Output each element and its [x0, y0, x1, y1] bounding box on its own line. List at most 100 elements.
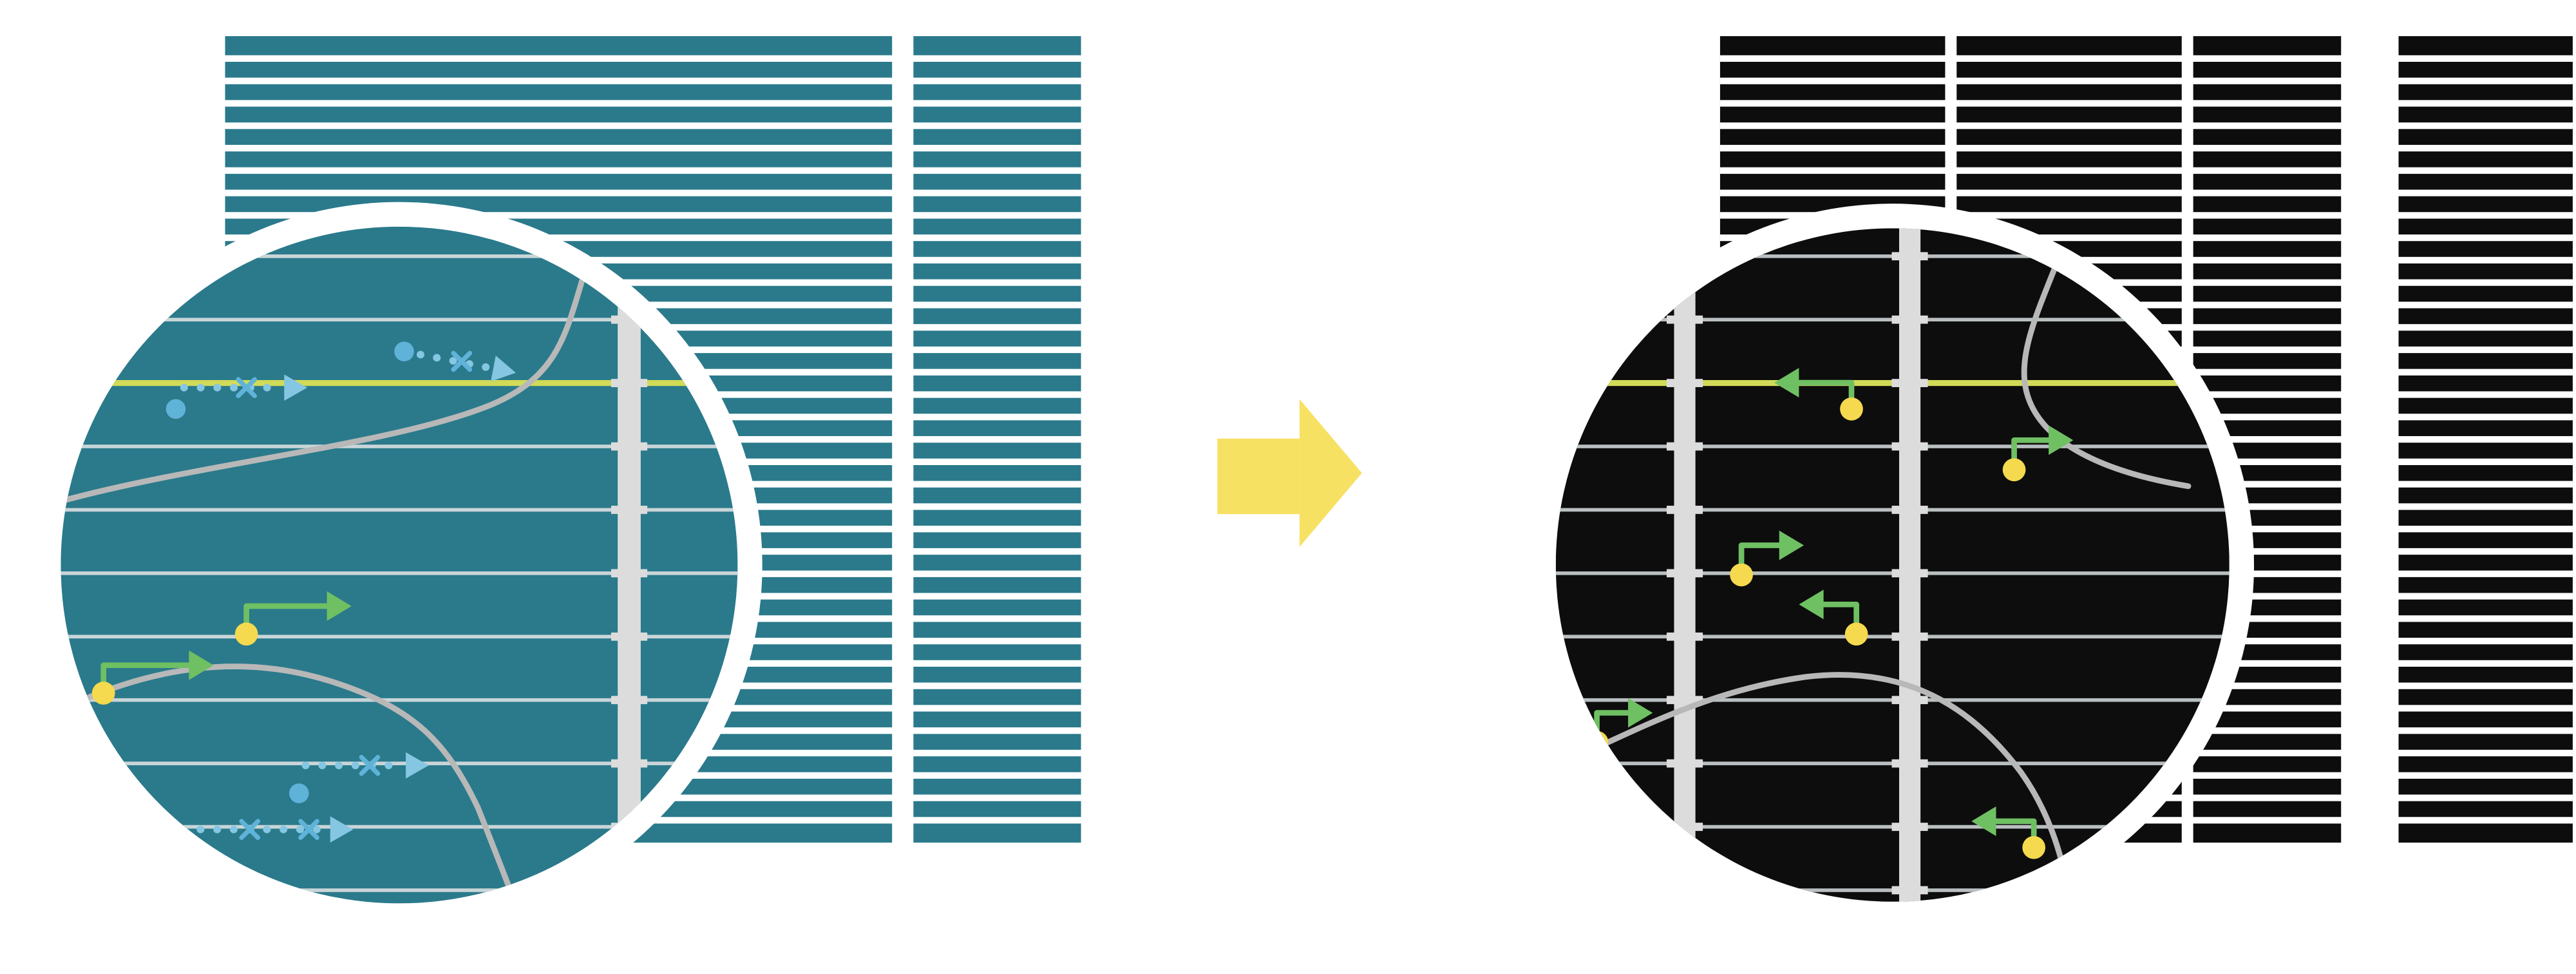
- busbar-tick: [611, 569, 648, 578]
- collected-carrier-arrow: [1730, 530, 1804, 587]
- x-mark-icon: [236, 377, 257, 399]
- busbar-tick: [1667, 886, 1703, 895]
- finger-line: [61, 635, 738, 639]
- highlighted-finger-line: [61, 380, 738, 387]
- arrowhead-icon: [1779, 530, 1804, 560]
- right-arrow-icon: [1299, 399, 1362, 548]
- busbar-tick: [1891, 886, 1928, 895]
- busbar-tick: [1891, 315, 1928, 324]
- carrier-dot: [394, 341, 414, 361]
- finger-line: [61, 698, 738, 702]
- arrowhead-icon: [1971, 806, 1996, 836]
- busbar-tick: [1667, 442, 1703, 451]
- x-mark-icon: [359, 754, 381, 776]
- collected-carrier-arrow: [1799, 589, 1868, 646]
- carrier-dot: [2022, 836, 2046, 859]
- right-arrow-body: [1217, 438, 1300, 515]
- cell-stripe-line: [225, 212, 1081, 219]
- busbar-tick: [1891, 823, 1928, 831]
- busbar-tick: [1891, 379, 1928, 387]
- collected-carrier-arrow: [234, 591, 352, 646]
- cell-stripe-line: [1719, 234, 2573, 242]
- cell-stripe-line: [225, 279, 1081, 286]
- grain-boundary-curve: [72, 664, 527, 904]
- cell-stripe-line: [225, 144, 1081, 152]
- cell-stripe-line: [1719, 212, 2573, 219]
- arrowhead-icon: [491, 356, 516, 382]
- finger-line: [61, 761, 738, 765]
- carrier-dot: [91, 682, 115, 705]
- arrowhead-icon: [284, 374, 308, 401]
- finger-line: [61, 825, 738, 829]
- arrowhead-icon: [2049, 425, 2074, 455]
- x-mark-icon: [239, 819, 261, 840]
- cell-stripe-line: [1719, 77, 2573, 84]
- blocked-carrier-path: [166, 374, 308, 419]
- busbar: [1899, 228, 1921, 902]
- busbar-tick: [611, 506, 648, 514]
- arrowhead-icon: [330, 816, 354, 843]
- busbar-tick: [1667, 569, 1703, 578]
- busbar: [1674, 228, 1696, 902]
- busbar-tick: [1667, 696, 1703, 705]
- busbar-tick: [1891, 759, 1928, 768]
- busbar-tick: [1891, 252, 1928, 261]
- arrowhead-icon: [1628, 698, 1653, 728]
- carrier-dot: [1844, 622, 1868, 646]
- arrowhead-icon: [406, 752, 429, 779]
- cell-stripe-line: [1719, 189, 2573, 196]
- busbar: [618, 226, 641, 904]
- arrowhead-icon: [327, 591, 352, 621]
- carrier-dot: [2002, 458, 2026, 482]
- grain-boundary-curve: [61, 236, 598, 506]
- cell-stripe-line: [225, 234, 1081, 242]
- cell-stripe-line: [1719, 100, 2573, 107]
- conventional-cell-magnifier: [36, 202, 762, 928]
- finger-line: [61, 318, 738, 321]
- cell-stripe-line: [1719, 122, 2573, 129]
- busbar-tick: [1667, 315, 1703, 324]
- cell-stripe-line: [1719, 256, 2573, 263]
- cell-stripe-line: [1719, 301, 2573, 309]
- arrowhead-icon: [1799, 589, 1824, 620]
- finger-line: [61, 571, 738, 575]
- busbar-tick: [1891, 632, 1928, 641]
- carrier-dot: [1730, 563, 1753, 587]
- busbar-tick: [611, 759, 648, 768]
- busbar-tick: [1891, 442, 1928, 451]
- grain-boundary-curve: [1555, 672, 2076, 902]
- multi-busbar-cell-magnifier: [1531, 204, 2254, 927]
- finger-line: [61, 444, 738, 448]
- collected-carrier-arrow: [1774, 368, 1863, 421]
- blocked-carrier-path: [394, 341, 516, 382]
- finger-line: [61, 254, 738, 258]
- carrier-dot: [234, 622, 258, 646]
- blocked-carrier-path: [289, 752, 429, 803]
- x-mark-icon: [298, 819, 319, 840]
- carrier-dot: [1840, 397, 1863, 421]
- x-mark-icon: [451, 350, 473, 372]
- cell-stripe-line: [225, 77, 1081, 84]
- cell-stripe-line: [225, 100, 1081, 107]
- cell-stripe-line: [1719, 279, 2573, 286]
- busbar-tick: [1891, 569, 1928, 578]
- cell-stripe-line: [225, 122, 1081, 129]
- lens-area: [1555, 228, 2230, 902]
- busbar-tick: [1667, 379, 1703, 387]
- transfer-step: [1217, 399, 1362, 548]
- busbar-tick: [1667, 506, 1703, 514]
- cell-stripe-line: [1719, 167, 2573, 174]
- finger-line: [61, 508, 738, 512]
- arrowhead-icon: [189, 650, 214, 680]
- cell-stripe-line: [1719, 55, 2573, 62]
- collected-carrier-arrow: [1971, 806, 2046, 859]
- busbar-tick: [1891, 506, 1928, 514]
- cell-stripe-line: [1719, 144, 2573, 152]
- carrier-dot: [289, 783, 309, 803]
- busbar-tick: [611, 632, 648, 641]
- busbar-tick: [1667, 252, 1703, 261]
- busbar-tick: [611, 886, 648, 895]
- busbar-tick: [611, 696, 648, 705]
